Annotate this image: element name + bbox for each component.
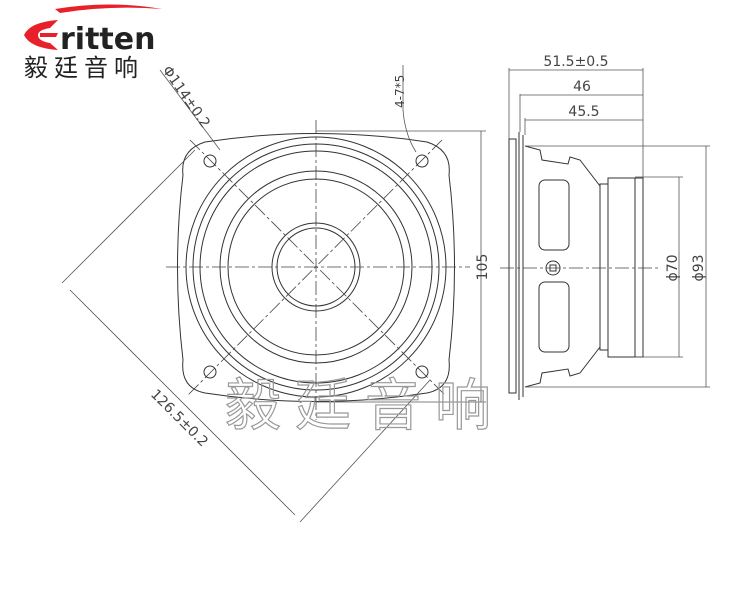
mounting-holes-label: 4-7*5 xyxy=(393,75,407,108)
depth-46-dimension: 46 xyxy=(573,79,591,95)
magnet xyxy=(607,177,636,358)
front-view: 105 126.5±0.2 Φ114±0.2 4-7*5 xyxy=(61,63,491,523)
basket-diameter-dimension: ϕ93 xyxy=(691,254,707,281)
depth-45-5-dimension: 45.5 xyxy=(568,104,599,120)
total-depth-dimension: 51.5±0.5 xyxy=(543,54,608,70)
flange xyxy=(508,138,517,394)
logo-chinese-name: 毅廷音响 xyxy=(24,54,144,82)
side-view: 51.5±0.5 46 45.5 ϕ70 ϕ93 xyxy=(500,54,710,400)
logo-swoosh xyxy=(55,4,162,13)
diagonal-dimension: 126.5±0.2 xyxy=(147,387,211,451)
logo-e-mark xyxy=(24,20,58,50)
basket-frame xyxy=(177,133,455,402)
watermark: 毅廷音响 xyxy=(225,374,505,439)
cutout-diameter-label: Φ114±0.2 xyxy=(159,63,213,131)
mounting-holes xyxy=(203,154,429,379)
logo: ritten 毅廷音响 xyxy=(24,4,162,82)
height-dimension: 105 xyxy=(475,254,491,281)
logo-brand: ritten xyxy=(60,22,155,57)
magnet-diameter-dimension: ϕ70 xyxy=(665,254,681,281)
